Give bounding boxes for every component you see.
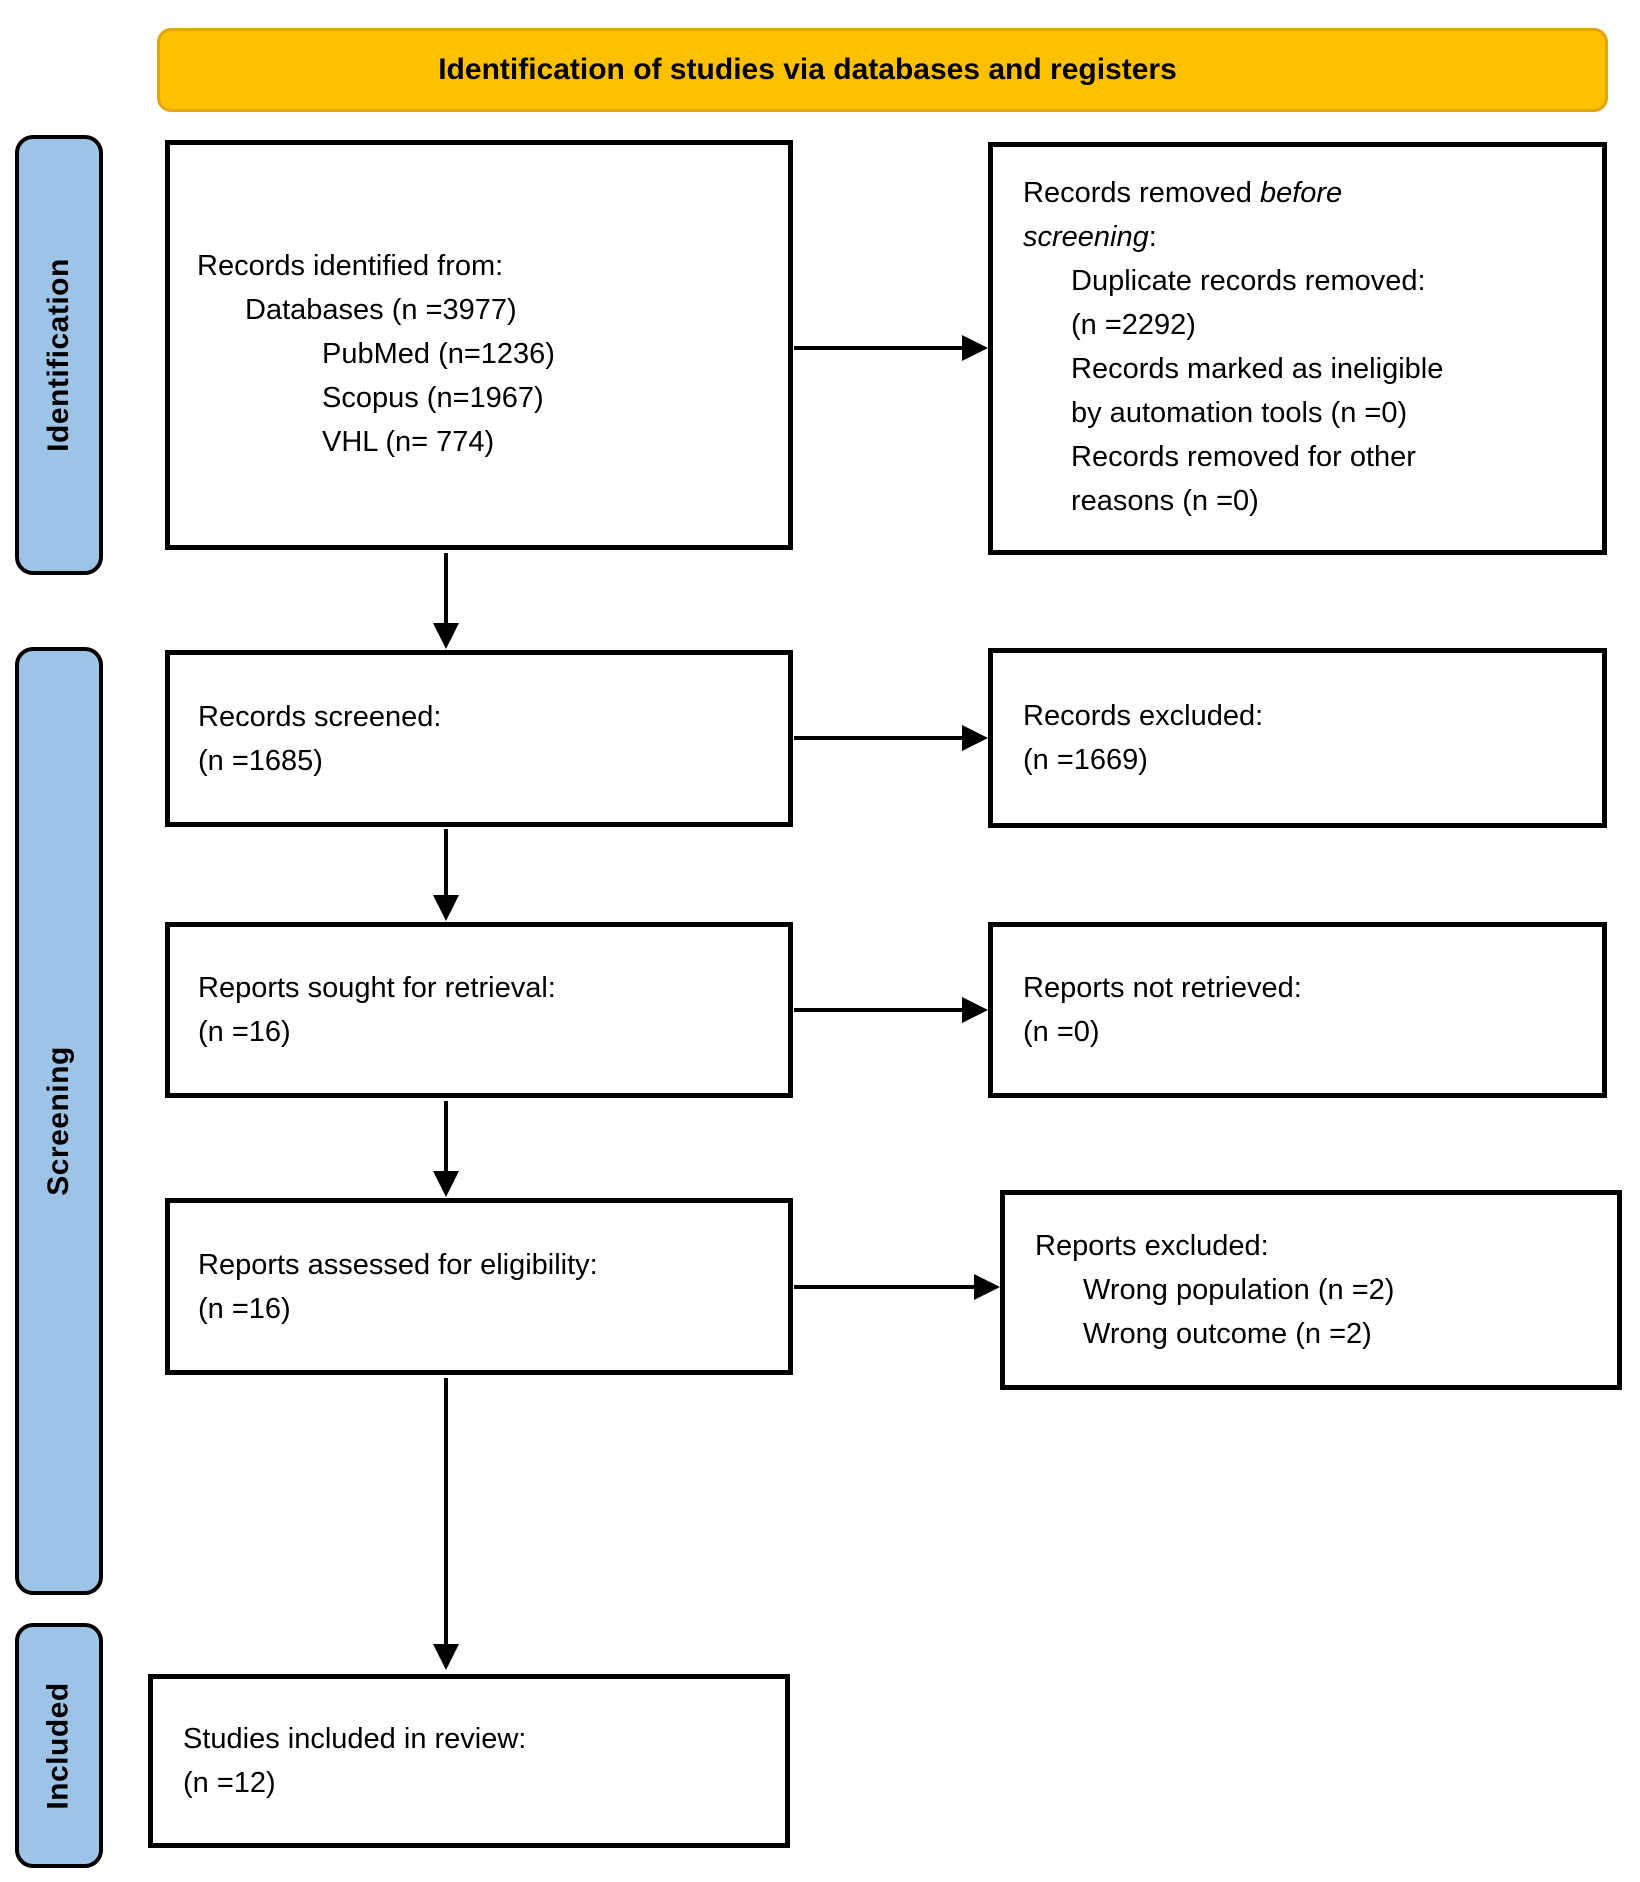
stage-label-screening-text: Screening	[42, 1046, 75, 1196]
text-line: Reports assessed for eligibility:	[198, 1248, 598, 1281]
text-line: Databases (n =3977)	[245, 294, 517, 326]
arrow-assessed-to-included-head	[433, 1644, 459, 1670]
text-line: Wrong outcome (n =2)	[1083, 1318, 1372, 1350]
box-studies-included: Studies included in review: (n =12)	[148, 1674, 790, 1848]
box-records-removed-before-screening: Records removed before screening: Duplic…	[988, 142, 1607, 555]
text-line: Reports not retrieved:	[1023, 972, 1302, 1004]
arrow-screened-to-sought-head	[433, 895, 459, 921]
text-segment-italic: screening	[1023, 221, 1149, 253]
text-line: Records excluded:	[1023, 700, 1264, 732]
text-line: (n =16)	[198, 1016, 291, 1048]
arrow-sought-to-notretrieved-head	[962, 997, 988, 1023]
arrow-identified-to-screened-head	[433, 623, 459, 649]
title-text: Identification of studies via databases …	[438, 53, 1177, 86]
arrow-identified-to-screened-line	[444, 553, 448, 625]
box-records-screened: Records screened: (n =1685)	[165, 650, 793, 827]
text-line: Records removed for other	[1071, 441, 1416, 473]
box-records-excluded: Records excluded: (n =1669)	[988, 648, 1607, 828]
text-line: PubMed (n=1236)	[322, 338, 555, 370]
title-banner: Identification of studies via databases …	[157, 28, 1608, 112]
text-line: screening:	[1023, 215, 1588, 259]
arrow-identified-to-removed-head	[962, 335, 988, 361]
text-line: Duplicate records removed:	[1071, 265, 1426, 297]
text-line: (n =1685)	[198, 744, 323, 777]
arrow-sought-to-notretrieved-line	[794, 1008, 962, 1012]
text-line: Records screened:	[198, 700, 442, 733]
arrow-screened-to-sought-line	[444, 829, 448, 897]
box-records-identified: Records identified from: Databases (n =3…	[165, 140, 793, 550]
text-line: by automation tools (n =0)	[1071, 397, 1408, 429]
text-line: reasons (n =0)	[1071, 485, 1259, 517]
arrow-identified-to-removed-line	[794, 346, 962, 350]
box-reports-not-retrieved: Reports not retrieved: (n =0)	[988, 922, 1607, 1098]
text-line: (n =2292)	[1071, 309, 1196, 341]
arrow-assessed-to-reportsexcluded-line	[794, 1285, 974, 1289]
arrow-sought-to-assessed-line	[444, 1101, 448, 1173]
text-line: (n =1669)	[1023, 744, 1148, 776]
arrow-assessed-to-included-line	[444, 1378, 448, 1646]
arrow-assessed-to-reportsexcluded-head	[974, 1274, 1000, 1300]
stage-label-included-text: Included	[42, 1681, 75, 1810]
text-line: (n =16)	[198, 1292, 291, 1325]
text-line: (n =12)	[183, 1767, 276, 1799]
stage-label-identification: Identification	[15, 135, 103, 575]
text-line: Records marked as ineligible	[1071, 353, 1444, 385]
stage-label-screening: Screening	[15, 647, 103, 1595]
text-segment: :	[1148, 221, 1157, 253]
text-line: Reports sought for retrieval:	[198, 972, 556, 1004]
text-segment: Records removed	[1023, 177, 1260, 209]
text-line: (n =0)	[1023, 1016, 1100, 1048]
arrow-sought-to-assessed-head	[433, 1171, 459, 1197]
text-line: Scopus (n=1967)	[322, 382, 544, 414]
box-reports-sought: Reports sought for retrieval: (n =16)	[165, 922, 793, 1098]
stage-label-included: Included	[15, 1623, 103, 1868]
stage-label-identification-text: Identification	[42, 258, 76, 452]
box-reports-assessed: Reports assessed for eligibility: (n =16…	[165, 1198, 793, 1375]
text-line: Reports excluded:	[1035, 1230, 1269, 1262]
text-line: VHL (n= 774)	[322, 426, 495, 458]
text-line: Wrong population (n =2)	[1083, 1274, 1395, 1306]
box-reports-excluded: Reports excluded: Wrong population (n =2…	[1000, 1190, 1622, 1390]
text-line: Records removed before	[1023, 171, 1588, 215]
text-line: Studies included in review:	[183, 1723, 527, 1755]
text-line: Records identified from:	[197, 250, 504, 282]
arrow-screened-to-excluded-line	[794, 736, 962, 740]
arrow-screened-to-excluded-head	[962, 725, 988, 751]
text-segment-italic: before	[1259, 177, 1343, 209]
